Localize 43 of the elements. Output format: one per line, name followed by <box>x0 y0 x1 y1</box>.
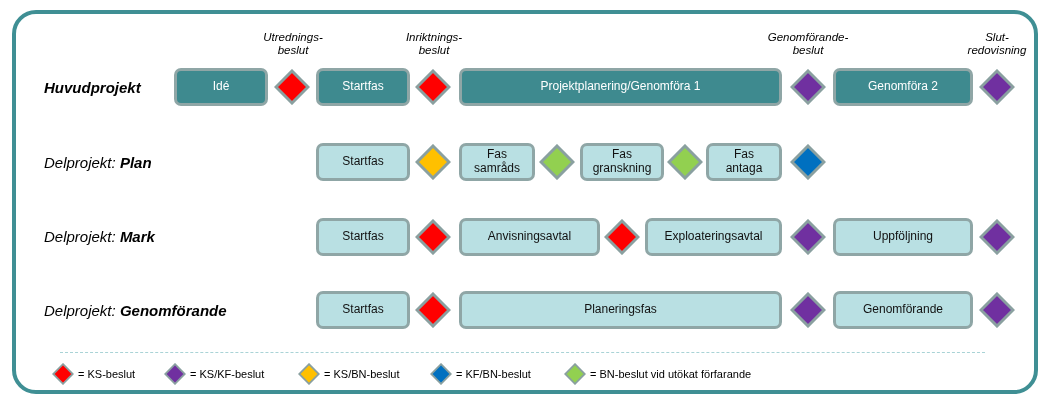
legend-label: = KF/BN-beslut <box>456 368 531 380</box>
decision-diamond <box>979 219 1015 255</box>
milestone-label: Genomförande- beslut <box>766 31 850 58</box>
phase-box: Projektplanering/Genomföra 1 <box>459 68 782 106</box>
phase-box: Idé <box>174 68 268 106</box>
decision-diamond <box>604 219 640 255</box>
decision-diamond <box>415 219 451 255</box>
legend-label: = BN-beslut vid utökat förfarande <box>590 368 752 380</box>
phase-box: Fas granskning <box>580 143 664 181</box>
decision-diamond <box>979 69 1015 105</box>
decision-diamond <box>667 144 703 180</box>
decision-diamond <box>979 292 1015 328</box>
phase-box: Startfas <box>316 218 410 256</box>
phase-box: Genomföra 2 <box>833 68 973 106</box>
phase-box: Startfas <box>316 291 410 329</box>
decision-diamond <box>415 292 451 328</box>
decision-diamond <box>415 69 451 105</box>
decision-diamond <box>790 292 826 328</box>
phase-box: Exploateringsavtal <box>645 218 782 256</box>
milestone-label: Utrednings- beslut <box>262 31 324 58</box>
row-label: Huvudprojekt <box>44 79 141 96</box>
legend-label: = KS/BN-beslut <box>324 368 400 380</box>
decision-diamond <box>539 144 575 180</box>
decision-diamond <box>790 69 826 105</box>
phase-box: Uppföljning <box>833 218 973 256</box>
milestone-label: Inriktnings- beslut <box>404 31 464 58</box>
row-label: Delprojekt: Mark <box>44 228 155 245</box>
decision-diamond <box>274 69 310 105</box>
row-label: Delprojekt: Plan <box>44 154 152 171</box>
decision-diamond <box>790 144 826 180</box>
row-label: Delprojekt: Genomförande <box>44 302 227 319</box>
phase-box: Startfas <box>316 68 410 106</box>
phase-box: Startfas <box>316 143 410 181</box>
decision-diamond <box>415 144 451 180</box>
legend-label: = KS-beslut <box>78 368 136 380</box>
legend-label: = KS/KF-beslut <box>190 368 265 380</box>
phase-box: Fas samråds <box>459 143 535 181</box>
milestone-label: Slut- redovisning <box>966 31 1028 58</box>
phase-box: Anvisningsavtal <box>459 218 600 256</box>
phase-box: Genomförande <box>833 291 973 329</box>
phase-box: Planeringsfas <box>459 291 782 329</box>
phase-box: Fas antaga <box>706 143 782 181</box>
decision-diamond <box>790 219 826 255</box>
